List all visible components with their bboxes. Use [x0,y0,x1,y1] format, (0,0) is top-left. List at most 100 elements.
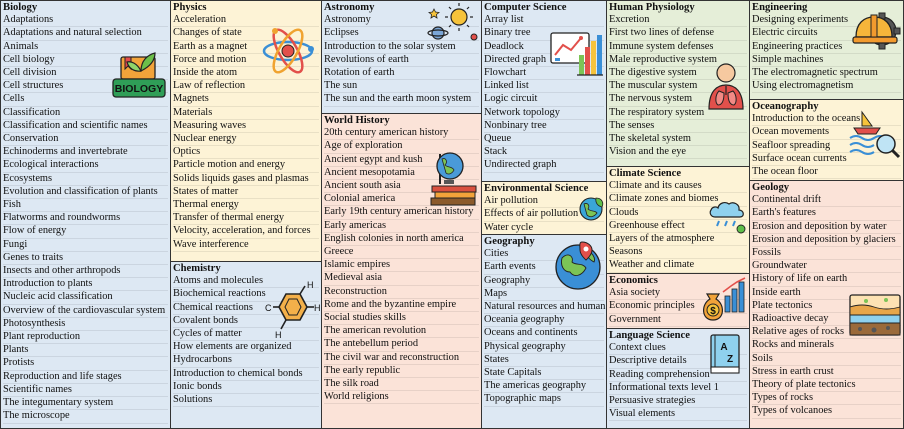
biology-badge-text: BIOLOGY [115,83,163,95]
topic-item: Cells [3,93,168,107]
topic-item: Ocean movements [752,126,901,140]
topic-item: Earth's features [752,207,901,221]
topic-item: Deadlock [484,41,604,54]
topic-item: Force and motion [173,54,319,68]
topic-item: History of life on earth [752,273,901,287]
topic-item: Inside earth [752,287,901,300]
topic-item: Flatworms and roundworms [3,212,168,226]
topic-item: Age of exploration [324,140,479,154]
topic-item: Oceans and continents [484,327,604,341]
topic-item: Ecosystems [3,173,168,186]
topic-item: Descriptive details [609,355,747,369]
topic-item: Introduction to chemical bonds [173,368,319,381]
topic-item: Hydrocarbons [173,354,319,368]
topic-item: Undirected graph [484,159,604,173]
topic-item: Earth events [484,261,604,275]
topic-item: Seafloor spreading [752,140,901,153]
topic-item: Designing experiments [752,14,901,28]
topic-item: Solutions [173,394,319,408]
topic-item: Physical geography [484,341,604,354]
topic-item: Weather and climate [609,259,747,273]
topic-item: The digestive system [609,67,747,81]
topic-item: Measuring waves [173,120,319,134]
topic-item: Conservation [3,133,168,147]
topic-item: Fungi [3,239,168,252]
section-title: World History [324,115,390,126]
topic-item: Law of reflection [173,80,319,94]
topic-item: Medieval asia [324,272,479,286]
topic-item: Layers of the atmosphere [609,233,747,247]
topic-item: Immune system defenses [609,41,747,54]
dictionary-book-icon: A Z [710,334,740,374]
topic-item: Engineering practices [752,41,901,54]
section-title: Climate Science [609,168,682,179]
topic-item: The silk road [324,378,479,392]
topic-item: Rotation of earth [324,67,479,81]
topic-item: Earth as a magnet [173,41,319,54]
topic-item: Acceleration [173,14,319,28]
topic-item: Astronomy [324,14,479,28]
topic-item: Thermal energy [173,199,319,213]
topic-item: Greece [324,246,479,260]
section-title: Environmental Science [484,183,589,194]
topic-item: Ecological interactions [3,159,168,173]
topic-item: Ancient egypt and kush [324,154,479,167]
topic-item: State Capitals [484,367,604,381]
globe-and-books-icon [430,152,477,206]
topic-item: Greenhouse effect [609,220,747,234]
topic-item: The electromagnetic spectrum [752,67,901,81]
topic-item: Covalent bonds [173,315,319,329]
topic-item: Soils [752,353,901,366]
topic-item: Cell division [3,67,168,81]
topic-item: The ocean floor [752,166,901,180]
atom-label: H [307,280,314,290]
topic-item: Ancient mesopotamia [324,167,479,181]
topic-item: Electric circuits [752,27,901,41]
topic-item: Ionic bonds [173,381,319,395]
topic-item: Protists [3,357,168,371]
section-title: Geography [484,236,535,247]
eco-globe-icon [579,197,604,221]
topic-item: Continental drift [752,194,901,208]
topic-item: Plant reproduction [3,331,168,345]
topic-item: The americas geography [484,380,604,394]
topic-item: Photosynthesis [3,318,168,332]
topic-item: Groundwater [752,260,901,274]
section-title: Engineering [752,2,808,13]
topic-item: Oceania geography [484,314,604,328]
section-title: Oceanography [752,101,819,112]
topic-item: Simple machines [752,54,901,68]
ocean-research-icon [849,110,901,159]
weather-cloud-icon [709,202,746,234]
topic-item: The muscular system [609,80,747,94]
topic-item: Plants [3,344,168,358]
topic-item: Types of rocks [752,392,901,406]
topic-item: Climate zones and biomes [609,193,747,207]
topic-item: Classification [3,107,168,120]
topic-item: Stress in earth crust [752,366,901,380]
section-title: Computer Science [484,2,567,13]
topic-item: The integumentary system [3,397,168,411]
topic-item: Solids liquids gases and plasmas [173,173,319,186]
